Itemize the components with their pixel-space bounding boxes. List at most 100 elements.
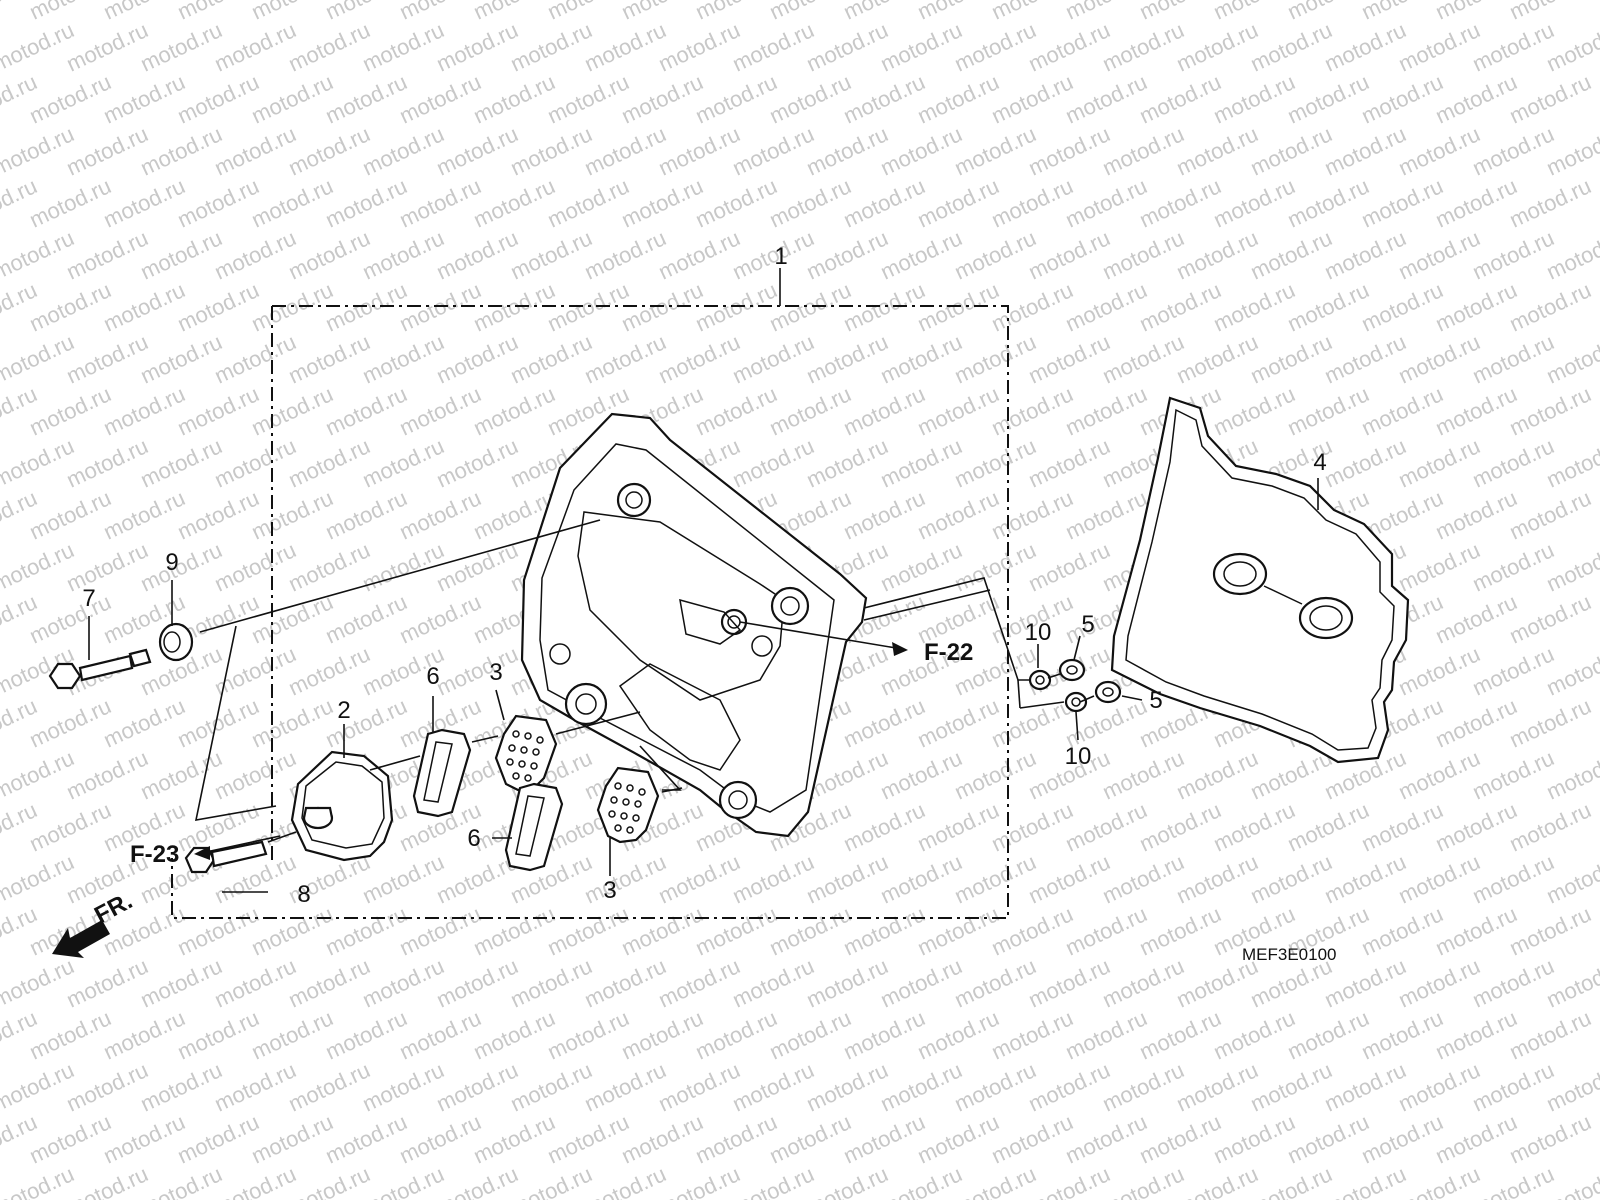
watermark-text: motod.ru [840,693,929,752]
watermark-text: motod.ru [1432,589,1521,648]
watermark-text: motod.ru [1395,849,1484,908]
watermark-text: motod.ru [63,1057,152,1116]
watermark-text: motod.ru [507,953,596,1012]
watermark-text: motod.ru [803,225,892,284]
watermark-text: motod.ru [1506,693,1595,752]
watermark-text: motod.ru [174,277,263,336]
watermark-text: motod.ru [1358,173,1447,232]
watermark-text: motod.ru [1358,1109,1447,1168]
watermark-text: motod.ru [433,121,522,180]
watermark-text: motod.ru [470,901,559,960]
watermark-text: motod.ru [1025,225,1114,284]
watermark-text: motod.ru [322,901,411,960]
watermark-text: motod.ru [1469,537,1558,596]
watermark-text: motod.ru [26,589,115,648]
watermark-text: motod.ru [1284,69,1373,128]
watermark-text: motod.ru [840,1109,929,1168]
watermark-text: motod.ru [1395,225,1484,284]
watermark-text: motod.ru [1062,1005,1151,1064]
watermark-text: motod.ru [951,433,1040,492]
watermark-text: motod.ru [951,849,1040,908]
watermark-text: motod.ru [877,537,966,596]
watermark-text: motod.ru [1210,173,1299,232]
watermark-text: motod.ru [655,1057,744,1116]
watermark-text: motod.ru [137,329,226,388]
watermark-text: motod.ru [211,17,300,76]
watermark-text: motod.ru [988,485,1077,544]
watermark-text: motod.ru [1099,849,1188,908]
watermark-text: motod.ru [248,381,337,440]
callout-5-lower: 5 [1149,687,1162,714]
watermark-text: motod.ru [951,953,1040,1012]
watermark-text: motod.ru [285,641,374,700]
watermark-text: motod.ru [1432,1005,1521,1064]
watermark-text: motod.ru [322,1109,411,1168]
callout-10-upper: 10 [1025,619,1052,646]
watermark-text: motod.ru [26,277,115,336]
watermark-text: motod.ru [988,901,1077,960]
watermark-text: motod.ru [396,173,485,232]
watermark-text: motod.ru [840,485,929,544]
watermark-text: motod.ru [359,121,448,180]
watermark-text: motod.ru [544,901,633,960]
watermark-text: motod.ru [544,69,633,128]
watermark-text: motod.ru [137,953,226,1012]
watermark-text: motod.ru [618,901,707,960]
watermark-text: motod.ru [581,1057,670,1116]
watermark-text: motod.ru [248,485,337,544]
watermark-text: motod.ru [285,433,374,492]
watermark-text: motod.ru [803,17,892,76]
watermark-text: motod.ru [211,1057,300,1116]
watermark-text: motod.ru [1395,329,1484,388]
watermark-text: motod.ru [1432,381,1521,440]
watermark-text: motod.ru [1136,901,1225,960]
watermark-text: motod.ru [1506,901,1595,960]
watermark-text: motod.ru [877,1057,966,1116]
watermark-text: motod.ru [1395,433,1484,492]
watermark-text: motod.ru [1432,485,1521,544]
watermark-text: motod.ru [1469,329,1558,388]
watermark-text: motod.ru [1432,901,1521,960]
watermark-text: motod.ru [581,953,670,1012]
watermark-text: motod.ru [322,69,411,128]
watermark-text: motod.ru [988,277,1077,336]
watermark-text: motod.ru [729,121,818,180]
watermark-text: motod.ru [1025,537,1114,596]
watermark-text: motod.ru [1432,1109,1521,1168]
watermark-text: motod.ru [137,537,226,596]
watermark-text: motod.ru [174,381,263,440]
watermark-text: motod.ru [803,329,892,388]
watermark-text: motod.ru [1210,797,1299,856]
watermark-text: motod.ru [1469,121,1558,180]
watermark-text: motod.ru [1395,1057,1484,1116]
watermark-text: motod.ru [1025,953,1114,1012]
cylinder-head-cover [520,412,868,838]
watermark-text: motod.ru [507,225,596,284]
callout-labels: 1 2 3 3 4 5 5 6 6 7 8 9 10 10 [82,243,1326,908]
watermark-text: motod.ru [507,121,596,180]
watermark-text: motod.ru [0,329,78,388]
watermark-text: motod.ru [63,537,152,596]
watermark-text: motod.ru [840,797,929,856]
watermark-text: motod.ru [803,121,892,180]
watermark-text: motod.ru [766,1005,855,1064]
watermark-text: motod.ru [581,17,670,76]
watermark-text: motod.ru [581,121,670,180]
watermark-text: motod.ru [951,17,1040,76]
watermark-text: motod.ru [1321,329,1410,388]
watermark-text: motod.ru [1284,381,1373,440]
watermark-text: motod.ru [1062,69,1151,128]
watermark-text: motod.ru [433,329,522,388]
watermark-text: motod.ru [100,69,189,128]
watermark-text: motod.ru [1395,745,1484,804]
watermark-text: motod.ru [877,849,966,908]
watermark-text: motod.ru [359,225,448,284]
watermark-text: motod.ru [396,1005,485,1064]
watermark-text: motod.ru [655,849,744,908]
watermark-text: motod.ru [137,433,226,492]
watermark-text: motod.ru [1062,277,1151,336]
watermark-text: motod.ru [1432,69,1521,128]
watermark-text: motod.ru [692,381,781,440]
watermark-text: motod.ru [359,849,448,908]
watermark-text: motod.ru [1099,745,1188,804]
